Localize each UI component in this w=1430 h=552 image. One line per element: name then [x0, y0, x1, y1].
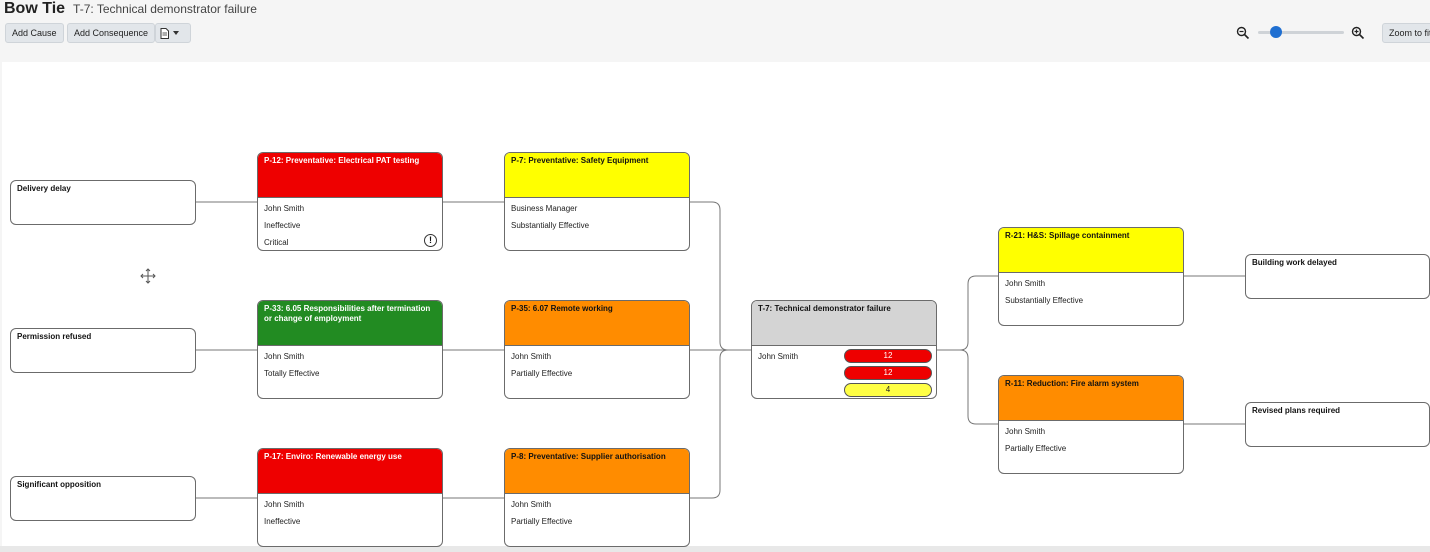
barrier-owner: John Smith: [1005, 427, 1046, 436]
barrier-owner: John Smith: [1005, 279, 1046, 288]
export-dropdown-button[interactable]: [155, 23, 191, 43]
barrier-effectiveness: Partially Effective: [511, 517, 573, 526]
barrier-owner: John Smith: [264, 204, 305, 213]
barrier-title: P-17: Enviro: Renewable energy use: [258, 449, 442, 494]
barrier-owner: John Smith: [511, 500, 552, 509]
cause-label: Permission refused: [17, 332, 92, 341]
diagram-title: T-7: Technical demonstrator failure: [73, 2, 257, 16]
consequence-label: Revised plans required: [1252, 406, 1341, 415]
inherent-risk-score: 12: [844, 349, 932, 363]
barrier-card[interactable]: P-12: Preventative: Electrical PAT testi…: [257, 152, 443, 251]
barrier-card[interactable]: P-33: 6.05 Responsibilities after termin…: [257, 300, 443, 399]
barrier-card[interactable]: P-17: Enviro: Renewable energy use John …: [257, 448, 443, 547]
current-risk-score: 12: [844, 366, 932, 380]
barrier-title: R-21: H&S: Spillage containment: [999, 228, 1183, 273]
barrier-effectiveness: Partially Effective: [1005, 444, 1067, 453]
canvas-scrollbar[interactable]: [0, 546, 1430, 552]
title-bar: Bow Tie T-7: Technical demonstrator fail…: [4, 0, 257, 20]
barrier-criticality: Critical: [264, 238, 289, 247]
zoom-out-icon[interactable]: [1236, 26, 1250, 40]
barrier-title: P-33: 6.05 Responsibilities after termin…: [258, 301, 442, 346]
barrier-owner: John Smith: [264, 500, 305, 509]
barrier-card[interactable]: P-7: Preventative: Safety Equipment Busi…: [504, 152, 690, 251]
move-icon[interactable]: [140, 268, 156, 284]
add-cause-button[interactable]: Add Cause: [5, 23, 64, 43]
top-event-title: T-7: Technical demonstrator failure: [752, 301, 936, 346]
barrier-title: P-12: Preventative: Electrical PAT testi…: [258, 153, 442, 198]
bowtie-canvas[interactable]: [2, 62, 1430, 552]
barrier-effectiveness: Ineffective: [264, 517, 301, 526]
document-icon: [160, 27, 169, 39]
barrier-title: R-11: Reduction: Fire alarm system: [999, 376, 1183, 421]
barrier-effectiveness: Ineffective: [264, 221, 301, 230]
cause-box[interactable]: Delivery delay: [10, 180, 196, 225]
zoom-slider-track[interactable]: [1258, 31, 1344, 34]
barrier-owner: John Smith: [264, 352, 305, 361]
top-event-owner: John Smith: [758, 352, 799, 361]
consequence-box[interactable]: Revised plans required: [1245, 402, 1430, 447]
barrier-title: P-35: 6.07 Remote working: [505, 301, 689, 346]
cause-label: Delivery delay: [17, 184, 71, 193]
barrier-card[interactable]: R-21: H&S: Spillage containment John Smi…: [998, 227, 1184, 326]
app-title: Bow Tie: [4, 0, 66, 17]
barrier-effectiveness: Totally Effective: [264, 369, 320, 378]
barrier-card[interactable]: P-8: Preventative: Supplier authorisatio…: [504, 448, 690, 547]
barrier-owner: Business Manager: [511, 204, 578, 213]
barrier-effectiveness: Partially Effective: [511, 369, 573, 378]
zoom-slider-handle[interactable]: [1270, 26, 1282, 38]
cause-label: Significant opposition: [17, 480, 101, 489]
barrier-owner: John Smith: [511, 352, 552, 361]
barrier-title: P-7: Preventative: Safety Equipment: [505, 153, 689, 198]
add-consequence-button[interactable]: Add Consequence: [67, 23, 156, 43]
cause-box[interactable]: Significant opposition: [10, 476, 196, 521]
barrier-effectiveness: Substantially Effective: [1005, 296, 1084, 305]
chevron-down-icon: [173, 31, 179, 35]
barrier-card[interactable]: P-35: 6.07 Remote working John Smith Par…: [504, 300, 690, 399]
barrier-card[interactable]: R-11: Reduction: Fire alarm system John …: [998, 375, 1184, 474]
barrier-effectiveness: Substantially Effective: [511, 221, 590, 230]
zoom-in-icon[interactable]: [1351, 26, 1365, 40]
cause-box[interactable]: Permission refused: [10, 328, 196, 373]
warning-icon: !: [424, 234, 437, 247]
consequence-label: Building work delayed: [1252, 258, 1337, 267]
zoom-to-fit-button[interactable]: Zoom to fit: [1382, 23, 1430, 43]
barrier-title: P-8: Preventative: Supplier authorisatio…: [505, 449, 689, 494]
consequence-box[interactable]: Building work delayed: [1245, 254, 1430, 299]
top-event-card[interactable]: T-7: Technical demonstrator failure John…: [751, 300, 937, 399]
target-risk-score: 4: [844, 383, 932, 397]
